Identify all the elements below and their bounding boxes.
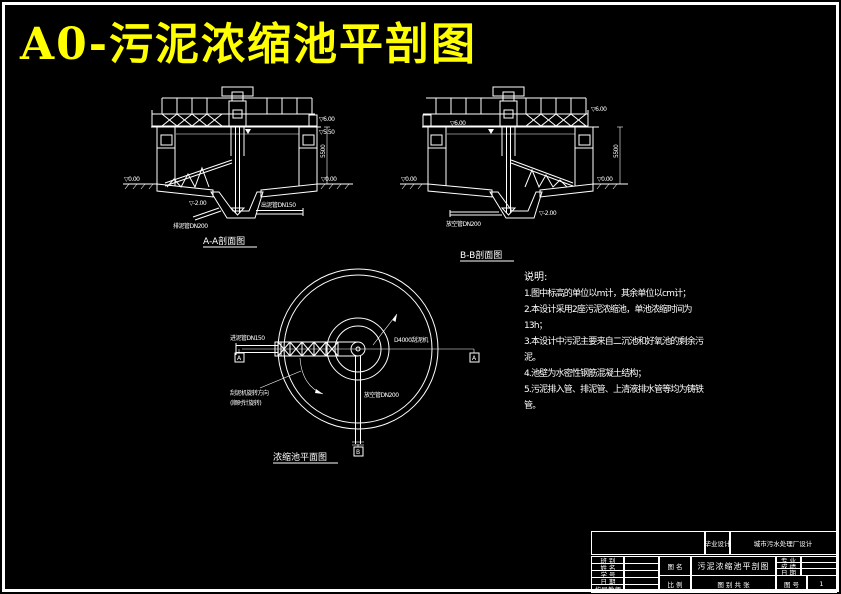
- plan-pipe-inlet-label: 进泥管DN150: [230, 334, 265, 342]
- bb-floor: [427, 183, 594, 219]
- plan-scraper-label: D4000刮泥机: [394, 336, 428, 344]
- aa-tank: [151, 126, 321, 186]
- aa-pipe-out-label: 出泥管DN150: [261, 201, 296, 209]
- plan-drawing: 进泥管DN150 D4000刮泥机 放空管DN200 刮泥机旋转方向 (顺时针旋…: [230, 268, 480, 464]
- aa-elev-pit: ▽-2.00: [189, 200, 207, 207]
- aa-scraper-truss: [164, 159, 233, 189]
- bb-caption: B-B剖面图: [460, 249, 502, 261]
- bb-elev-top-left: ▽6.00: [450, 120, 466, 127]
- titleblock-unit-label: 毕业设计: [704, 531, 731, 555]
- titleblock-blank-cell: [591, 531, 706, 555]
- plan-marker-a-left: A: [237, 355, 242, 362]
- aa-elev-water: ▽5.50: [319, 129, 335, 136]
- plan-leaders: [259, 313, 398, 395]
- bb-elev-ground-right: ▽0.00: [597, 176, 613, 183]
- titleblock-sheet-label: 图 别 共 张: [690, 575, 777, 593]
- notes-line: 1.图中标高的单位以m计，其余单位以cm计；: [524, 289, 691, 299]
- aa-dim-right: 5500: [320, 144, 327, 158]
- aa-bridge: [151, 97, 318, 127]
- plan-marker-a-right: A: [472, 355, 477, 362]
- plan-bridge: [242, 341, 474, 357]
- titleblock-drawing-name-label: 图 名: [658, 556, 692, 576]
- notes-line: 管。: [524, 401, 541, 411]
- plan-rotation-label-1: 刮泥机旋转方向: [230, 389, 269, 397]
- aa-elev-top: ▽6.00: [319, 116, 335, 123]
- plan-caption: 浓缩池平面图: [273, 451, 327, 463]
- aa-pipe-mud-label: 排泥管DN200: [173, 222, 208, 230]
- bb-scraper-truss: [510, 159, 574, 189]
- plan-rotation-label-2: (顺时针旋转): [230, 399, 261, 407]
- section-aa-drawing: ▽6.00 ▽5.50 ▽0.00 ▽0.00 ▽-2.00 出泥管DN150 …: [123, 86, 353, 248]
- aa-elev-ground-right: ▽0.00: [321, 176, 337, 183]
- notes-line: 2.本设计采用2座污泥浓缩池，单池浓缩时间为: [524, 305, 693, 315]
- plan-section-markers: [234, 349, 480, 457]
- bb-drive-tower: [492, 86, 525, 216]
- aa-pipes: [192, 207, 304, 221]
- aa-elev-ground-left: ▽0.00: [124, 176, 140, 183]
- section-bb-drawing: ▽6.00 ▽6.00 ▽0.00 ▽0.00 ▽-2.00 放空管DN200 …: [400, 86, 628, 262]
- aa-ground: [123, 126, 353, 190]
- titleblock-field-label: 指导教师: [591, 584, 625, 593]
- titleblock-scale-label: 比 例: [658, 575, 692, 593]
- page-title: A0-污泥浓缩池平剖图: [20, 19, 478, 70]
- bb-bridge: [422, 97, 589, 127]
- plan-marker-b: B: [356, 449, 360, 456]
- titleblock-project: 城市污水处理厂设计: [729, 531, 837, 555]
- notes-block: 说明: 1.图中标高的单位以m计，其余单位以cm计； 2.本设计采用2座污泥浓缩…: [524, 270, 704, 414]
- bb-elev-top-right: ▽6.00: [591, 106, 607, 113]
- bb-ground: [400, 126, 628, 190]
- titleblock-no-value: 1: [806, 575, 837, 593]
- notes-heading: 说明:: [524, 272, 548, 283]
- plan-pipe-drain-label: 放空管DN200: [364, 391, 399, 399]
- bb-tank: [422, 126, 599, 186]
- notes-line: 泥。: [524, 353, 541, 363]
- titleblock-field-value: [623, 584, 660, 593]
- aa-caption: A-A剖面图: [203, 235, 245, 247]
- notes-line: 4.池壁为水密性钢筋混凝土结构；: [524, 369, 647, 379]
- titleblock-no-label: 图 号: [775, 575, 808, 593]
- plan-drain-pipe: [352, 356, 364, 446]
- aa-floor: [156, 183, 318, 219]
- bb-elev-pit: ▽-2.00: [539, 210, 557, 217]
- titleblock-drawing-name: 污泥浓缩池平剖图: [690, 556, 777, 576]
- notes-line: 13h；: [524, 321, 548, 331]
- bb-elev-ground-left: ▽0.00: [401, 176, 417, 183]
- notes-line: 5.污泥排入管、排泥管、上清液排水管等均为铸铁: [524, 385, 704, 395]
- notes-line: 3.本设计中污泥主要来自二沉池和好氧池的剩余污: [524, 337, 704, 347]
- bb-pipe-drain-label: 放空管DN200: [446, 220, 481, 228]
- bb-pipes: [449, 210, 502, 217]
- aa-drive-tower: [221, 86, 254, 216]
- bb-dim-right: 5500: [613, 144, 620, 158]
